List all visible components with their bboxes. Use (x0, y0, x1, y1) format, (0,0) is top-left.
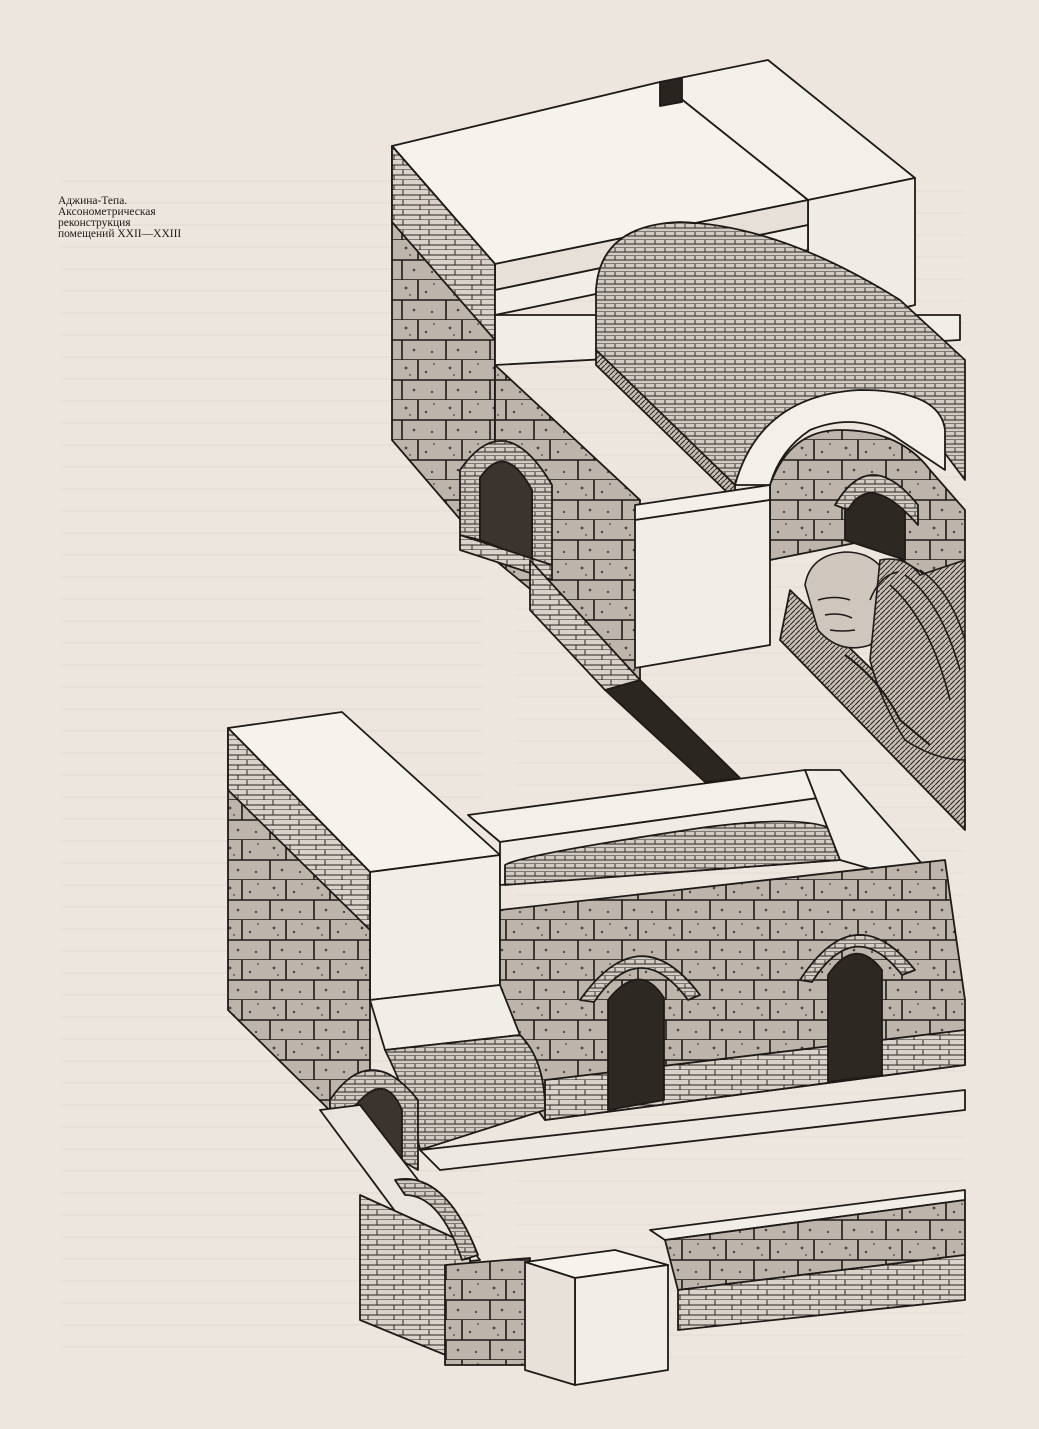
lower-front-arch (394, 1178, 479, 1261)
upper-front-block-face (634, 499, 771, 669)
sleeping-buddha-sculpture (804, 551, 966, 761)
lower-right-low-wall-bricks (677, 1254, 966, 1331)
lower-arch-1-opening (607, 978, 665, 1111)
caption-line: реконструкция (58, 217, 131, 229)
barrel-vault-end (734, 389, 946, 486)
lower-front-stones (444, 1257, 531, 1366)
lower-floor-slab (419, 1089, 966, 1171)
lower-front-pillar-side (524, 1261, 576, 1386)
caption-line: помещений XXII—XXIII (58, 228, 182, 240)
lower-left-wall-bricks (227, 727, 371, 931)
niche-arch-ring (834, 474, 919, 526)
lower-arch-2-ring (799, 934, 916, 983)
caption-line: Аксонометрическая (58, 206, 156, 218)
lower-arch-1-ring (579, 955, 701, 1003)
upper-trench-floor (604, 679, 741, 783)
lower-slab-front (369, 854, 501, 1001)
figure-caption: Аджина-Тепа. Аксонометрическая реконстру… (58, 195, 248, 240)
upper-slab-notch (659, 77, 683, 107)
lower-passage-opening (355, 1087, 403, 1161)
upper-trench-wall (529, 559, 641, 691)
upper-arch-base-bricks (459, 534, 553, 581)
caption-line: Аджина-Тепа. (58, 195, 128, 207)
lower-front-pillar-front (574, 1264, 669, 1386)
upper-arch-opening (479, 460, 533, 561)
lower-arch-2-opening (827, 952, 883, 1083)
